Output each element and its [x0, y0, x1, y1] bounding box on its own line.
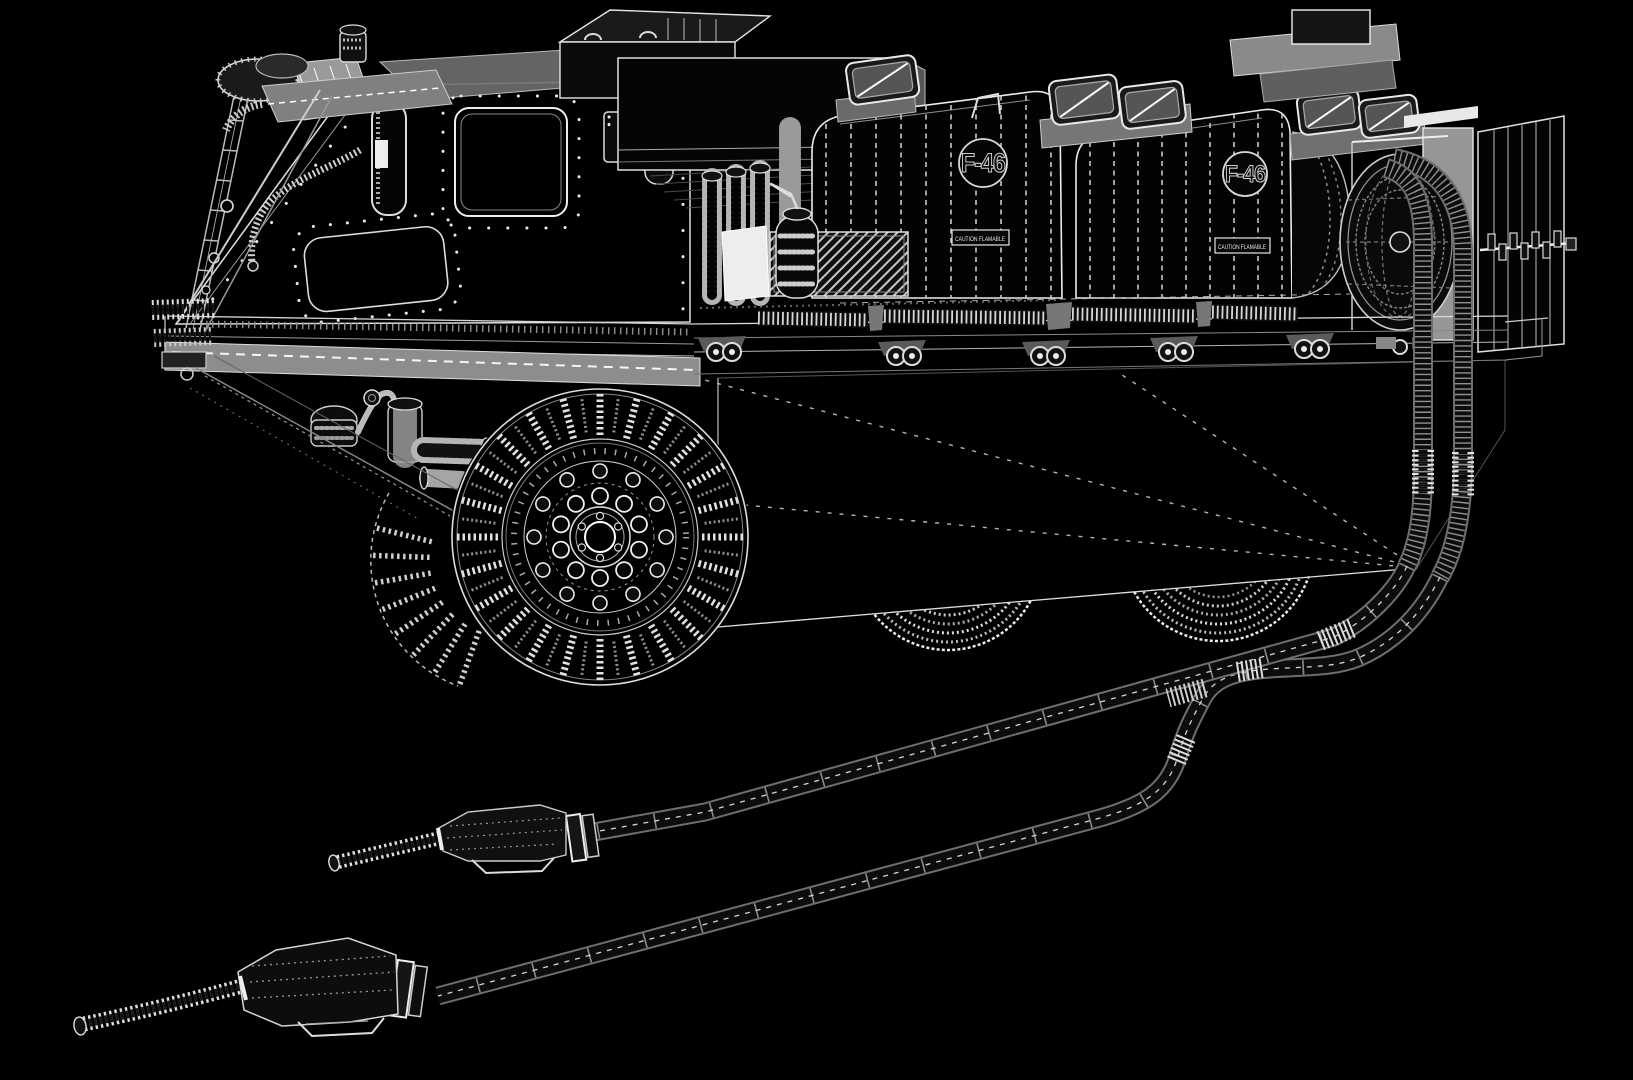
upper-nozzle [328, 804, 600, 875]
cab-corrugated-hose [248, 146, 362, 265]
fuel-hoses [435, 148, 1474, 1006]
deck-rollers [698, 333, 1428, 366]
front-bumper-beams [151, 298, 217, 347]
stored-hose-segments [757, 304, 1299, 328]
rear-wheel-1 [852, 566, 1044, 652]
fire-extinguisher [769, 182, 819, 299]
rear-wheels [852, 566, 1316, 652]
sponson-band [164, 341, 701, 387]
hose-rear-lower-run [435, 572, 1449, 1006]
pump-bay [701, 117, 909, 306]
bright-skid-plate [721, 225, 770, 302]
lower-nozzle [73, 937, 429, 1038]
beacon-light [339, 24, 367, 63]
clamp-rod [1479, 230, 1577, 261]
upper-nozzle-tip [336, 831, 442, 869]
tank2-caution-plate [1214, 237, 1271, 254]
lamp [845, 54, 921, 106]
lamp [1295, 88, 1363, 136]
upper-nozzle-handle [471, 857, 555, 875]
tank1-badge-text: F-46 [961, 148, 1006, 178]
chassis-deck [164, 293, 1549, 387]
construction-rays [696, 370, 1418, 569]
front-mast-assembly [151, 24, 487, 521]
tank1-badge-circle [958, 138, 1008, 188]
lamp [1117, 80, 1187, 130]
open-box-lid [557, 9, 773, 43]
ground-diagonals [189, 355, 487, 521]
tank2-badge-text: F-46 [1225, 161, 1266, 188]
cab-door [292, 212, 462, 324]
upper-nozzle-body [436, 804, 567, 862]
tank2-badge-circle [1222, 151, 1268, 197]
rear-slat-panel [1477, 115, 1565, 353]
left-equipment-tanks [310, 389, 499, 490]
tank1-caution-text: CAUTION FLAMABLE [955, 236, 1005, 243]
tank2-caution-text: CAUTION FLAMABLE [1218, 244, 1266, 251]
upper-nozzle-coupler [564, 812, 600, 863]
front-wheel [450, 387, 750, 687]
hose-rear-upper-run [1391, 148, 1473, 583]
far-side-wheel-arc [370, 492, 480, 686]
lower-nozzle-handle [297, 1017, 385, 1038]
lamp [1047, 73, 1121, 126]
hub-center [584, 521, 616, 553]
mirror [375, 140, 388, 168]
tank1-caution-plate [951, 229, 1010, 246]
tank1-ribs [825, 91, 1052, 298]
rear-wheel-2 [1120, 566, 1316, 643]
lower-nozzle-body [237, 937, 399, 1027]
hose-front-upper-run [1382, 158, 1433, 571]
hull-bottom-line [717, 567, 1418, 628]
cab-side-window-main [454, 107, 568, 217]
